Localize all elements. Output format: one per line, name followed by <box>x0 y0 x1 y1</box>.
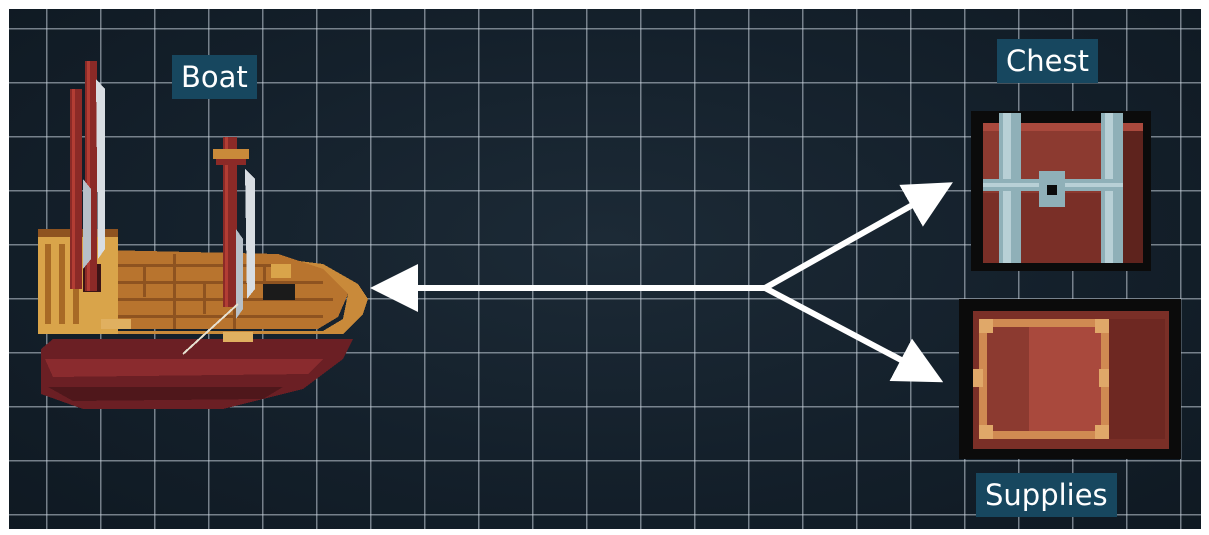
game-scene: Boat Chest Supplies <box>9 9 1201 529</box>
supplies-label: Supplies <box>976 473 1117 517</box>
supplies-crate-icon[interactable] <box>959 299 1181 459</box>
boat-label: Boat <box>172 55 257 99</box>
chest-sprite-icon[interactable] <box>961 101 1161 273</box>
relationship-arrows <box>370 182 953 383</box>
boat-sprite-icon[interactable] <box>23 49 373 419</box>
arrow-to-chest <box>763 182 953 291</box>
chest-label: Chest <box>997 39 1098 83</box>
arrow-to-supplies <box>763 285 944 383</box>
